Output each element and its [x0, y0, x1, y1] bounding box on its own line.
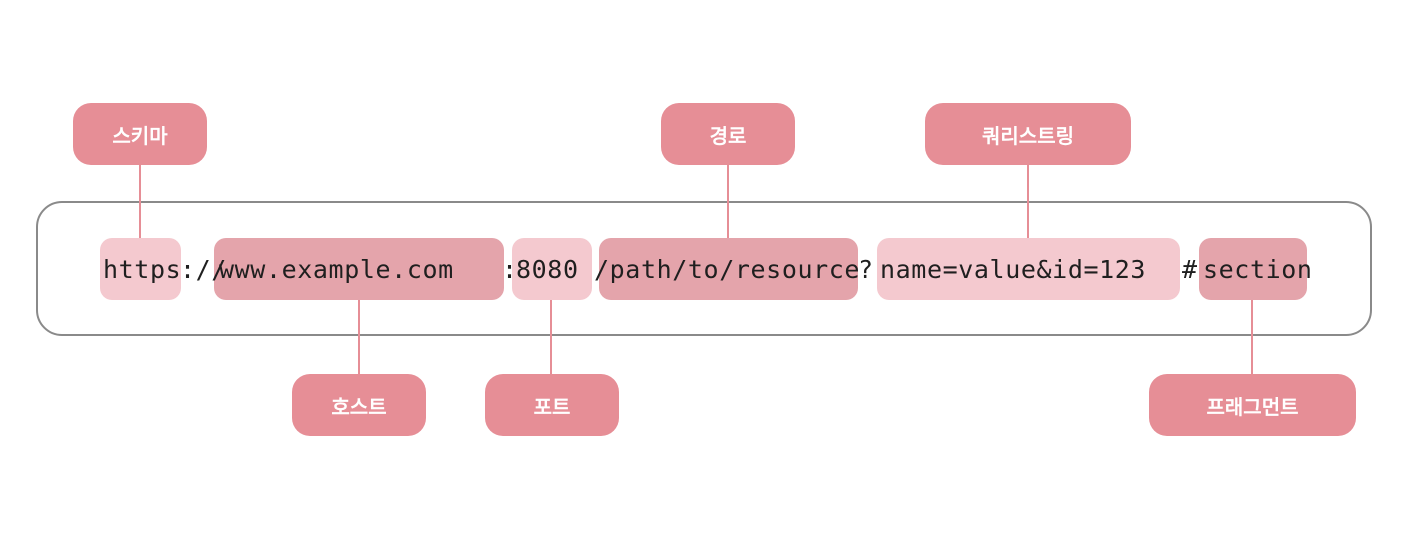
url-fragment: section [1203, 255, 1313, 284]
scheme-label: 스키마 [73, 103, 207, 165]
path-highlight [599, 238, 858, 300]
query-connector [1027, 164, 1029, 238]
url-path: /path/to/resource [594, 255, 861, 284]
path-label: 경로 [661, 103, 795, 165]
scheme-connector [139, 164, 141, 238]
fragment-label: 프래그먼트 [1149, 374, 1356, 436]
port-connector [550, 300, 552, 374]
scheme-highlight [100, 238, 181, 300]
host-connector [358, 300, 360, 374]
url-query: name=value&id=123 [880, 255, 1147, 284]
url-sep-scheme: :// [180, 255, 227, 284]
url-sep-query: ? [858, 255, 874, 284]
port-label: 포트 [485, 374, 619, 436]
fragment-connector [1251, 300, 1253, 374]
query-highlight [877, 238, 1180, 300]
port-highlight [512, 238, 592, 300]
query-label: 쿼리스트링 [925, 103, 1131, 165]
url-port: 8080 [516, 255, 579, 284]
url-container-box [36, 201, 1372, 336]
url-sep-port: : [502, 255, 518, 284]
host-highlight [214, 238, 504, 300]
path-connector [727, 164, 729, 238]
url-scheme: https [103, 255, 182, 284]
url-sep-fragment: # [1182, 255, 1198, 284]
fragment-highlight [1199, 238, 1307, 300]
url-host: www.example.com [219, 255, 454, 284]
host-label: 호스트 [292, 374, 426, 436]
